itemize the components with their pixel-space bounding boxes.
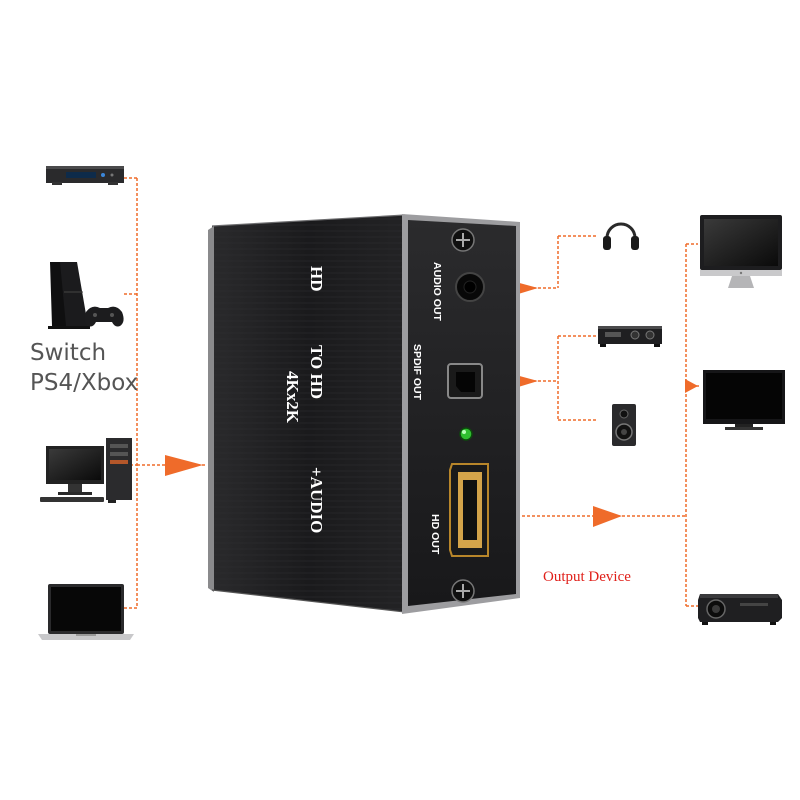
headphones-icon bbox=[603, 222, 639, 250]
arrow-hd-out bbox=[593, 506, 622, 527]
spdif-out-label: SPDIF OUT bbox=[411, 344, 423, 401]
device-text-line1: HD bbox=[307, 266, 326, 292]
tv-icon bbox=[703, 370, 785, 430]
dvd-player-icon bbox=[46, 166, 124, 185]
source-label-consoles: PS4/Xbox bbox=[30, 370, 139, 396]
hdmi-port bbox=[449, 463, 489, 557]
imac-monitor-icon bbox=[700, 215, 782, 288]
speaker-icon bbox=[612, 404, 636, 446]
arrow-to-device bbox=[165, 455, 203, 476]
screw-bottom bbox=[451, 579, 475, 603]
device-text-line4: +AUDIO bbox=[307, 467, 326, 533]
ps4-console-icon bbox=[48, 262, 124, 329]
spdif-port bbox=[447, 363, 483, 399]
laptop-icon bbox=[38, 584, 134, 640]
projector-icon bbox=[698, 594, 782, 625]
hd-out-label: HD OUT bbox=[429, 514, 441, 555]
arrow-tv bbox=[685, 379, 698, 393]
power-led bbox=[459, 427, 473, 441]
converter-device: HD TO HD 4Kx2K +AUDIO AUDIO OUT bbox=[208, 214, 520, 614]
desktop-pc-icon bbox=[40, 438, 132, 503]
output-device-label: Output Device bbox=[543, 569, 631, 585]
screw-top bbox=[451, 228, 475, 252]
device-text-line2: TO HD bbox=[307, 345, 326, 399]
audio-out-label: AUDIO OUT bbox=[431, 262, 443, 322]
source-label-switch: Switch bbox=[30, 340, 107, 366]
av-receiver-icon bbox=[598, 326, 662, 347]
audio-jack bbox=[455, 272, 485, 302]
device-text-line3: 4Kx2K bbox=[283, 371, 302, 424]
